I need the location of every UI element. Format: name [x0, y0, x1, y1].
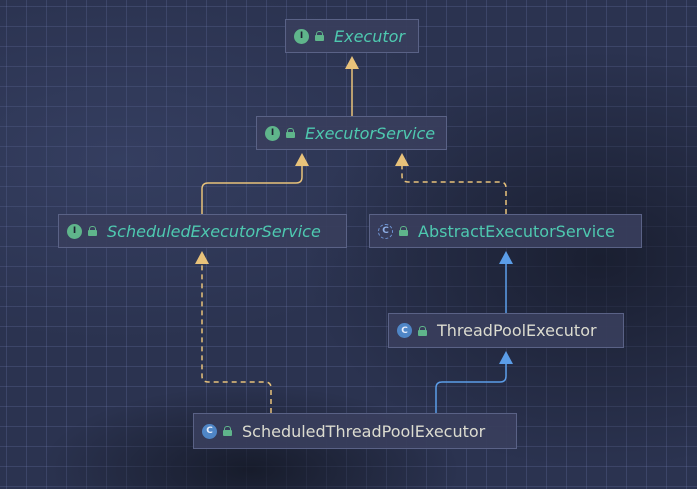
node-label: Executor [334, 26, 405, 46]
node-executor-service[interactable]: I ExecutorService [256, 116, 447, 150]
interface-icon: I [294, 28, 309, 44]
edge-scheduled-thread-pool-executor-to-scheduled-executor-service [201, 263, 272, 413]
inheritance-arrowhead [295, 153, 309, 166]
node-abstract-executor-service[interactable]: C AbstractExecutorService [369, 214, 642, 248]
class-icon: C [397, 323, 412, 338]
inheritance-arrowhead [499, 351, 513, 364]
node-scheduled-thread-pool-executor[interactable]: C ScheduledThreadPoolExecutor [193, 413, 517, 449]
node-label: ThreadPoolExecutor [437, 321, 597, 340]
interface-icon: I [67, 223, 82, 239]
lock-icon [222, 426, 232, 436]
interface-icon: I [265, 125, 280, 141]
lock-icon [87, 226, 97, 236]
node-label: AbstractExecutorService [418, 221, 615, 241]
inheritance-arrowhead [195, 251, 209, 264]
edge-scheduled-executor-service-to-executor-service [201, 165, 303, 214]
lock-icon [417, 325, 427, 336]
class-icon: C [202, 423, 217, 439]
inheritance-arrowhead [395, 153, 409, 166]
node-label: ScheduledThreadPoolExecutor [242, 421, 486, 441]
edge-scheduled-thread-pool-executor-to-thread-pool-executor [435, 363, 507, 413]
edge-abstract-executor-service-to-executor-service [401, 165, 507, 214]
node-thread-pool-executor[interactable]: C ThreadPoolExecutor [388, 313, 624, 348]
node-label: ScheduledExecutorService [107, 221, 321, 241]
node-executor[interactable]: I Executor [285, 19, 419, 53]
lock-icon [314, 31, 324, 41]
abstract-class-icon: C [378, 223, 393, 239]
lock-icon [398, 226, 408, 236]
node-label: ExecutorService [305, 123, 436, 143]
node-scheduled-executor-service[interactable]: I ScheduledExecutorService [58, 214, 347, 248]
inheritance-arrowhead [499, 251, 513, 264]
inheritance-arrowhead [345, 56, 359, 69]
lock-icon [285, 128, 295, 138]
